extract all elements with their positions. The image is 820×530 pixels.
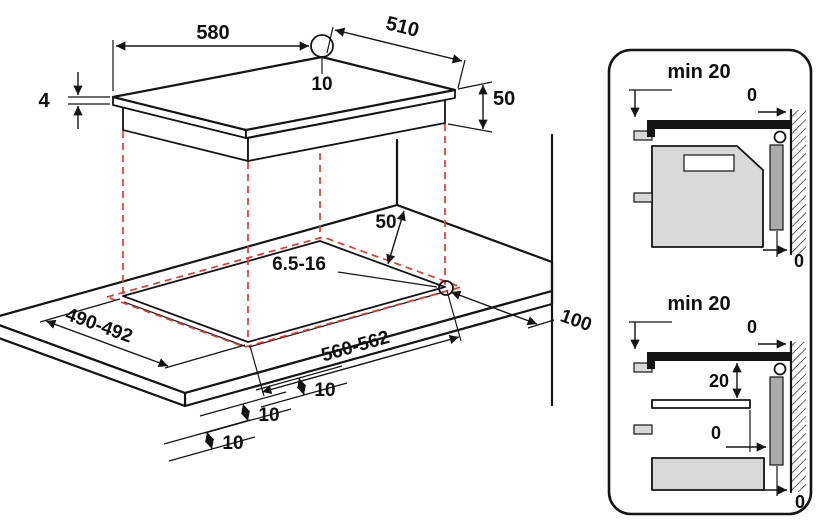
hob bbox=[111, 55, 457, 162]
hole-callout: 10 bbox=[310, 34, 334, 95]
clamp-screw-bottom bbox=[773, 362, 787, 376]
hob-section-bottom bbox=[647, 352, 790, 361]
wall-gap-bottom-label-1: 0 bbox=[794, 251, 804, 271]
rear-spacer-top bbox=[769, 144, 784, 231]
dim-depth-ext-1 bbox=[326, 26, 334, 54]
cabinet-vent-slot bbox=[683, 154, 735, 172]
dim-height-ext-2 bbox=[447, 123, 493, 133]
overhang-c-label: 10 bbox=[222, 433, 243, 454]
fixing-bracket-top-2 bbox=[633, 192, 653, 203]
thickness-callout: 6.5-16 bbox=[272, 254, 454, 296]
dim-glass-label: 4 bbox=[38, 90, 50, 112]
dim-front-line bbox=[450, 290, 538, 326]
detail-flush-mount: min 20 0 0 bbox=[629, 61, 806, 271]
dim-front-label: 100 bbox=[557, 306, 594, 337]
overhang-b-line bbox=[240, 403, 251, 422]
cutout-outline bbox=[122, 240, 446, 343]
dim-glass-thickness: 4 bbox=[38, 72, 110, 129]
drawer-box bbox=[651, 457, 765, 491]
dim-width: 580 bbox=[112, 22, 309, 91]
dim-height-label: 50 bbox=[493, 88, 515, 110]
isometric-view: 580 10 510 4 50 bbox=[0, 12, 594, 462]
wall-gap-top-label-1: 0 bbox=[747, 85, 757, 105]
min-clearance-label-top: min 20 bbox=[667, 61, 730, 83]
thickness-leader bbox=[337, 271, 438, 288]
min-clearance-label-bottom: min 20 bbox=[667, 293, 730, 315]
fixing-bracket-bottom-2 bbox=[633, 424, 653, 435]
detail-shelf-mount: min 20 0 20 0 0 bbox=[629, 293, 806, 512]
rear-spacer-bottom bbox=[769, 376, 784, 466]
overhang-b-label: 10 bbox=[258, 405, 279, 426]
dim-cut-depth-ext-1 bbox=[39, 298, 121, 323]
clamp-screw-top bbox=[773, 130, 787, 144]
shelf bbox=[651, 399, 751, 409]
overhang-a-label: 10 bbox=[314, 380, 335, 401]
dim-rear-tick-1 bbox=[377, 261, 399, 271]
cutout-hole bbox=[122, 240, 446, 348]
overhang-c-line bbox=[204, 431, 215, 450]
hob-edge-lip-bottom bbox=[647, 352, 655, 369]
dim-front-tick bbox=[527, 319, 555, 329]
side-detail-panel: min 20 0 0 min 20 0 bbox=[607, 48, 813, 516]
dim-depth-label: 510 bbox=[384, 12, 422, 41]
dim-rear-clearance: 50 bbox=[375, 210, 406, 271]
hole-callout-label: 10 bbox=[311, 74, 332, 95]
dim-rear-label: 50 bbox=[375, 212, 396, 233]
hob-section-top bbox=[647, 120, 790, 129]
overhang-a-line bbox=[296, 377, 307, 396]
shelf-gap-label: 0 bbox=[711, 423, 721, 443]
dim-rear-line bbox=[386, 210, 406, 265]
dim-cut-width-line bbox=[261, 335, 460, 394]
dim-depth-line bbox=[334, 27, 463, 64]
dim-depth-ext-2 bbox=[457, 59, 466, 89]
thickness-label: 6.5-16 bbox=[272, 254, 326, 275]
dim-height-ext-1 bbox=[457, 81, 493, 90]
wall-hatching-top bbox=[791, 110, 806, 254]
dim-height: 50 bbox=[447, 81, 515, 133]
dim-width-label: 580 bbox=[196, 22, 229, 44]
wall-gap-top-label-2: 0 bbox=[747, 317, 757, 337]
hob-glass-top bbox=[111, 55, 457, 132]
wall-gap-bottom-label-2: 0 bbox=[795, 492, 805, 512]
thickness-circle bbox=[438, 280, 454, 296]
dims-overhang: 10 10 10 bbox=[163, 365, 348, 462]
hole-callout-circle bbox=[310, 34, 334, 58]
hob-footprint-dashed bbox=[104, 236, 464, 348]
hob-edge-lip-top bbox=[647, 120, 655, 137]
shelf-clearance-label: 20 bbox=[709, 371, 729, 391]
cabinet-body bbox=[651, 145, 764, 248]
wall-hatching-bottom bbox=[791, 342, 806, 492]
dim-cut-depth-line bbox=[45, 319, 169, 368]
dim-cut-depth-ext-2 bbox=[164, 344, 246, 369]
dim-cut-width-ext-1 bbox=[249, 345, 265, 397]
